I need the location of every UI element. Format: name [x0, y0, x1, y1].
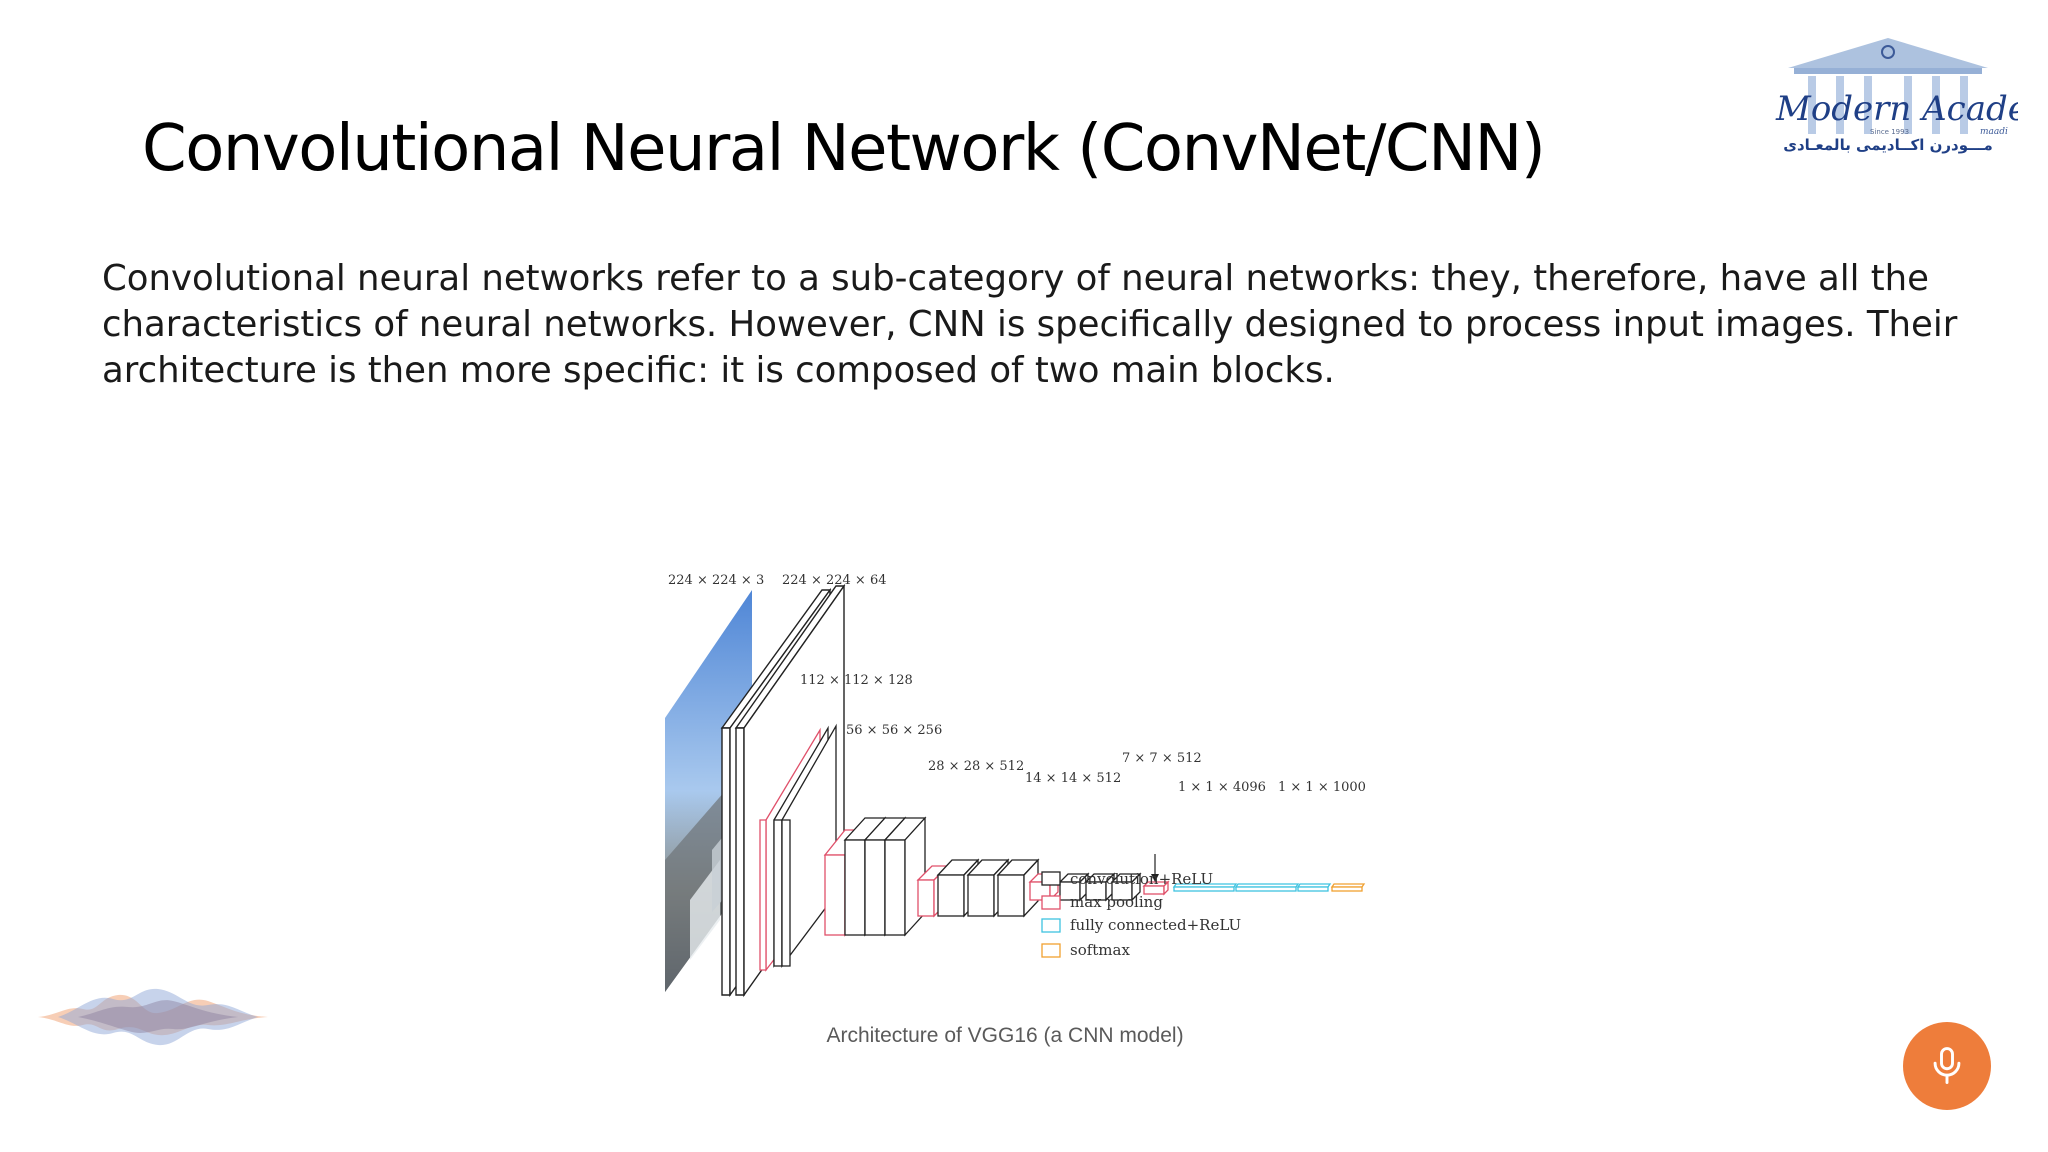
block-final-pool	[1142, 880, 1170, 896]
block4	[916, 858, 1040, 918]
svg-text:softmax: softmax	[1070, 941, 1130, 959]
slide-title: Convolutional Neural Network (ConvNet/CN…	[142, 112, 1546, 186]
wave-icon	[38, 988, 268, 1046]
diagram-caption-text: Architecture of VGG16 (a CNN model)	[826, 1024, 1184, 1047]
legend: convolution+ReLU max pooling fully conne…	[1041, 870, 1241, 959]
diagram-caption: Architecture of VGG16 (a CNN model)	[0, 1024, 2048, 1048]
logo-location: maadi	[1980, 127, 2008, 137]
logo-since: Since 1993	[1870, 128, 1909, 136]
slide-paragraph: Convolutional neural networks refer to a…	[102, 258, 1958, 391]
legend-item-fc: fully connected+ReLU	[1041, 916, 1241, 934]
logo-name: Modern Academy	[1775, 89, 2018, 129]
dim-label-block5: 14 × 14 × 512	[1025, 771, 1121, 786]
microphone-button[interactable]	[1903, 1022, 1991, 1110]
vgg16-diagram: 224 × 224 × 3 224 × 224 × 64 112 × 112 ×…	[650, 560, 1410, 1060]
legend-item-pool: max pooling	[1041, 893, 1163, 911]
modern-academy-logo: Modern Academy Since 1993 maadi مـــودرن…	[1758, 30, 2048, 160]
legend-item-softmax: softmax	[1041, 941, 1130, 959]
dim-label-fc: 1 × 1 × 4096	[1178, 780, 1266, 795]
audio-wave-decoration	[38, 975, 268, 1055]
dim-label-pool5: 7 × 7 × 512	[1122, 751, 1202, 766]
svg-text:max pooling: max pooling	[1070, 893, 1163, 911]
pool-arrow-head	[1151, 874, 1159, 882]
dim-label-block2: 112 × 112 × 128	[800, 673, 913, 688]
dim-label-block3: 56 × 56 × 256	[846, 723, 942, 738]
microphone-icon	[1933, 1047, 1961, 1084]
logo-arabic: مـــودرن اكــاديمى بالمعـادى	[1783, 136, 1993, 154]
fc-layers	[1172, 883, 1366, 892]
vgg16-svg: 224 × 224 × 3 224 × 224 × 64 112 × 112 ×…	[665, 573, 1366, 998]
dim-label-block1: 224 × 224 × 64	[782, 573, 886, 588]
svg-text:convolution+ReLU: convolution+ReLU	[1070, 870, 1213, 888]
block3	[823, 816, 927, 937]
logo-graphic: Modern Academy Since 1993 maadi مـــودرن…	[1775, 38, 2048, 154]
svg-text:fully connected+ReLU: fully connected+ReLU	[1070, 916, 1241, 934]
dim-label-input: 224 × 224 × 3	[668, 573, 764, 588]
dim-label-block4: 28 × 28 × 512	[928, 759, 1024, 774]
dim-label-softmax: 1 × 1 × 1000	[1278, 780, 1366, 795]
block2	[759, 723, 837, 972]
legend-item-conv: convolution+ReLU	[1041, 870, 1213, 888]
